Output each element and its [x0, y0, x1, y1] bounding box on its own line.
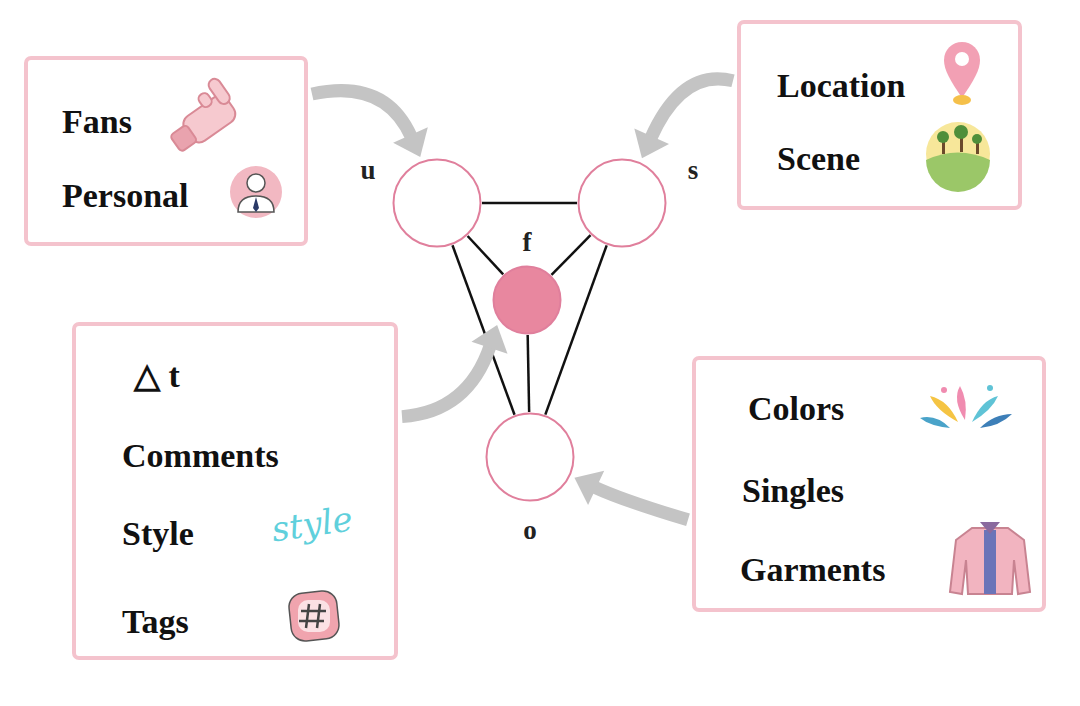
feature-text: Style	[122, 512, 194, 556]
circle-outline	[485, 412, 575, 502]
feature-text: Personal	[62, 174, 189, 218]
link-line	[468, 236, 504, 274]
input-arrow	[634, 79, 733, 158]
hand-icon	[157, 77, 242, 156]
feature-box: LocationScene	[737, 20, 1022, 210]
jacket-icon	[950, 522, 1030, 594]
arrow-head	[393, 127, 428, 157]
hashtag-icon	[288, 590, 341, 643]
link-line	[551, 235, 590, 275]
person-icon	[230, 166, 282, 218]
feature-text: Garments	[740, 548, 885, 592]
pin-icon	[944, 42, 980, 105]
variable-label: u	[360, 155, 375, 185]
feature-text: Comments	[122, 434, 279, 478]
feature-text: Colors	[748, 387, 844, 431]
variable-circle: f	[492, 265, 562, 335]
variable-circle: u	[392, 158, 482, 248]
feature-text: Location	[777, 64, 905, 108]
variable-circle: s	[577, 158, 667, 248]
scene-icon	[926, 122, 990, 192]
arrow-head	[574, 471, 604, 505]
arrow-head	[471, 325, 507, 354]
splash-icon	[920, 385, 1012, 428]
feature-text: Scene	[777, 137, 860, 181]
input-arrow	[402, 325, 508, 417]
feature-text: Tags	[122, 600, 189, 644]
feature-text: Fans	[62, 100, 132, 144]
feature-box: FansPersonal	[24, 56, 308, 246]
link-line	[482, 203, 577, 204]
variable-label: f	[523, 227, 532, 257]
arrow-head	[634, 129, 669, 159]
feature-text: △ t	[134, 354, 180, 398]
feature-text: Singles	[742, 469, 844, 513]
link-line	[545, 245, 606, 414]
variable-label: s	[688, 155, 699, 185]
variable-circle: o	[485, 412, 575, 502]
variable-label: o	[523, 515, 537, 545]
feature-box: ColorsSinglesGarments	[692, 356, 1046, 612]
input-arrow	[574, 471, 688, 520]
circle-outline	[392, 158, 482, 248]
circle-outline	[577, 158, 667, 248]
feature-box: △ t CommentsStyleTags	[72, 322, 398, 660]
circle-outline	[492, 265, 562, 335]
icon-word: style	[269, 499, 355, 550]
link-line	[528, 335, 529, 412]
input-arrow	[312, 91, 428, 157]
